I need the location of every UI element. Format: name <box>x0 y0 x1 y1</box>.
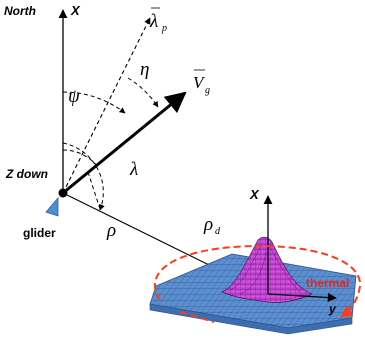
thermal-ring-front <box>179 311 215 323</box>
thermal-ring-back <box>153 244 362 301</box>
thermal-label: thermal <box>306 276 349 290</box>
rho-perpendicular-dashed <box>87 171 101 210</box>
thermal-surface <box>149 236 357 335</box>
thermal-ring-arrow <box>340 285 361 318</box>
rho-d-subscript: d <box>215 226 221 237</box>
lambda-angle-arc <box>62 142 105 211</box>
lambda-p-subscript: p <box>161 23 167 34</box>
eta-symbol: η <box>140 59 149 80</box>
lambda-p-symbol: λ <box>149 11 158 32</box>
psi-symbol: ψ <box>68 86 81 107</box>
thermal-y-label: y <box>328 302 337 316</box>
thermal-y-axis <box>267 292 337 303</box>
thermal-peak <box>221 236 313 303</box>
thermal-x-label: X <box>249 187 260 202</box>
eta-angle-arc <box>127 77 159 108</box>
ground-velocity-arrow <box>62 91 187 195</box>
lambda-p-dashed-line <box>62 17 151 194</box>
lambda-symbol: λ <box>129 159 138 180</box>
glider-label: glider <box>23 226 56 240</box>
rho-symbol: ρ <box>106 220 116 241</box>
vg-subscript: g <box>205 85 210 96</box>
vg-symbol: V <box>193 73 206 92</box>
lambda-inner-arc <box>62 149 98 167</box>
rho-d-symbol: ρ <box>203 214 213 235</box>
glider-icon <box>45 196 59 217</box>
north-label: North <box>4 4 36 18</box>
north-x-label: X <box>70 3 81 18</box>
z-down-label: Z down <box>5 167 48 181</box>
glider-origin-dot <box>58 188 68 198</box>
